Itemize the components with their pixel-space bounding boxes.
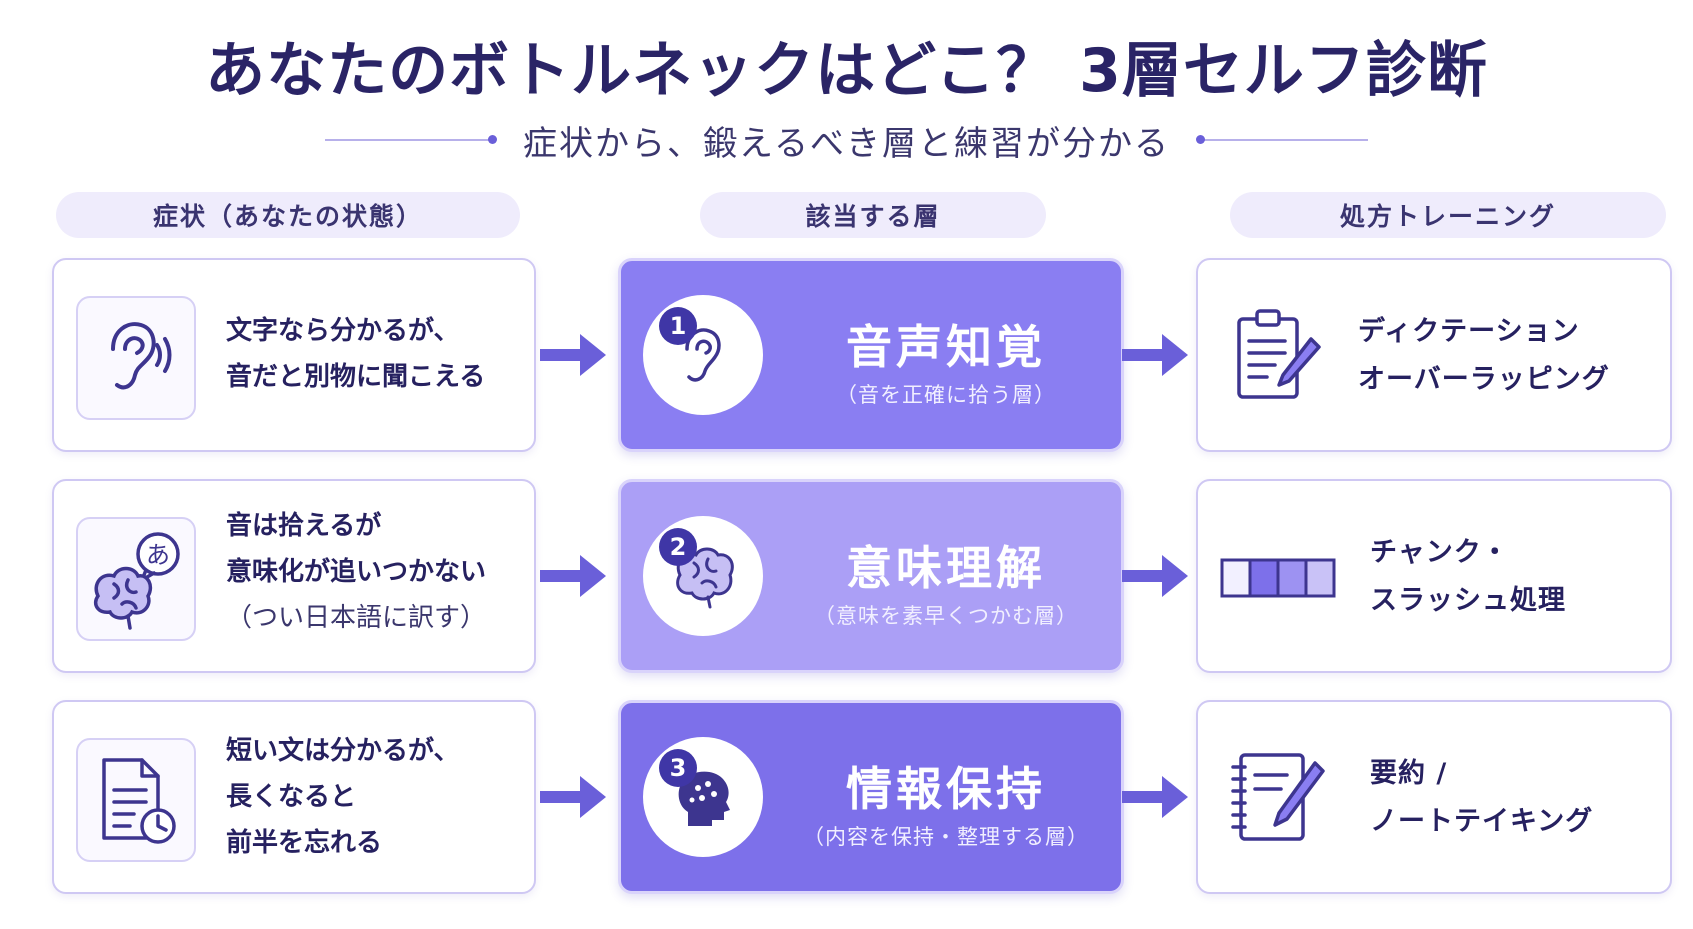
symptom-line: 文字なら分かるが、 bbox=[226, 316, 460, 346]
arrow-layer-to-training-3 bbox=[1122, 776, 1188, 818]
layer-name-1: 音声知覚 bbox=[846, 320, 1046, 374]
training-line: スラッシュ処理 bbox=[1370, 585, 1566, 616]
layer-desc-3: （内容を保持・整理する層） bbox=[803, 825, 1089, 849]
ear-icon bbox=[685, 328, 721, 382]
symptom-line: 音は拾えるが bbox=[226, 511, 382, 541]
training-text-2: チャンク・ スラッシュ処理 bbox=[1370, 529, 1566, 625]
training-text-1: ディクテーション オーバーラッピング bbox=[1358, 308, 1610, 404]
symptom-text-3: 短い文は分かるが、 長くなると 前半を忘れる bbox=[226, 728, 459, 866]
training-card-3: 要約 / ノートテイキング bbox=[1196, 700, 1672, 894]
symptom-line: 前半を忘れる bbox=[226, 828, 383, 858]
subtitle-left-line bbox=[325, 135, 497, 144]
page-title: あなたのボトルネックはどこ？ 3層セルフ診断 bbox=[205, 36, 1488, 106]
training-line: ディクテーション bbox=[1358, 316, 1580, 347]
symptom-line: 音だと別物に聞こえる bbox=[226, 362, 486, 392]
training-card-2: チャンク・ スラッシュ処理 bbox=[1196, 479, 1672, 673]
speech-char: あ bbox=[146, 541, 170, 569]
training-line: 要約 / bbox=[1370, 758, 1448, 789]
training-card-1: ディクテーション オーバーラッピング bbox=[1196, 258, 1672, 452]
subtitle-row: 症状から、鍛えるべき層と練習が分かる bbox=[0, 112, 1693, 168]
symptom-card-2: あ 音は拾えるが 意味化が追いつかない （つい日本語に訳す） bbox=[52, 479, 536, 673]
layer-circle-1 bbox=[643, 295, 763, 415]
notebook-pen-icon bbox=[1222, 742, 1332, 852]
training-line: ノートテイキング bbox=[1370, 806, 1594, 837]
training-text-3: 要約 / ノートテイキング bbox=[1370, 750, 1593, 846]
layer-name-2: 意味理解 bbox=[846, 541, 1046, 595]
layer-card-3: 3 情報保持 （内容を保持・整理する層） bbox=[618, 700, 1124, 894]
arrow-layer-to-training-2 bbox=[1122, 555, 1188, 597]
layer-card-1: 1 音声知覚 （音を正確に拾う層） bbox=[618, 258, 1124, 452]
symptom-text-1: 文字なら分かるが、 音だと別物に聞こえる bbox=[226, 308, 485, 400]
layer-desc-1: （音を正確に拾う層） bbox=[836, 383, 1056, 407]
training-line: オーバーラッピング bbox=[1358, 364, 1610, 395]
layer-number-badge-3: 3 bbox=[659, 749, 697, 787]
head-memory-icon bbox=[678, 771, 730, 826]
symptom-card-3: 短い文は分かるが、 長くなると 前半を忘れる bbox=[52, 700, 536, 894]
chunk-blocks-icon bbox=[1218, 523, 1342, 633]
symptom-text-2: 音は拾えるが 意味化が追いつかない （つい日本語に訳す） bbox=[226, 503, 486, 641]
document-clock-icon bbox=[76, 738, 196, 862]
subtitle-right-line bbox=[1195, 135, 1368, 144]
header-training: 処方トレーニング bbox=[1230, 192, 1666, 238]
symptom-note: （つい日本語に訳す） bbox=[226, 603, 487, 633]
symptom-line: 長くなると bbox=[226, 782, 357, 812]
arrow-layer-to-training-1 bbox=[1122, 334, 1188, 376]
header-layer: 該当する層 bbox=[700, 192, 1046, 238]
layer-card-2: 2 意味理解 （意味を素早くつかむ層） bbox=[618, 479, 1124, 673]
arrow-symptom-to-layer-2 bbox=[540, 555, 606, 597]
brain-speech-icon: あ bbox=[76, 517, 196, 641]
training-line: チャンク・ bbox=[1370, 537, 1510, 568]
symptom-card-1: 文字なら分かるが、 音だと別物に聞こえる bbox=[52, 258, 536, 452]
symptom-line: 短い文は分かるが、 bbox=[226, 736, 460, 766]
arrow-symptom-to-layer-3 bbox=[540, 776, 606, 818]
header-symptom: 症状（あなたの状態） bbox=[56, 192, 520, 238]
arrow-symptom-to-layer-1 bbox=[540, 334, 606, 376]
layer-desc-2: （意味を素早くつかむ層） bbox=[814, 604, 1078, 628]
layer-name-3: 情報保持 bbox=[846, 762, 1046, 816]
layer-number-badge-2: 2 bbox=[659, 528, 697, 566]
brain-icon bbox=[676, 547, 734, 609]
ear-sound-icon bbox=[76, 296, 196, 420]
layer-circle-3 bbox=[643, 737, 763, 857]
clipboard-pen-icon bbox=[1222, 300, 1332, 410]
symptom-line: 意味化が追いつかない bbox=[226, 557, 487, 587]
layer-number-badge-1: 1 bbox=[659, 307, 697, 345]
layer-circle-2 bbox=[643, 516, 763, 636]
page-subtitle: 症状から、鍛えるべき層と練習が分かる bbox=[523, 123, 1170, 164]
